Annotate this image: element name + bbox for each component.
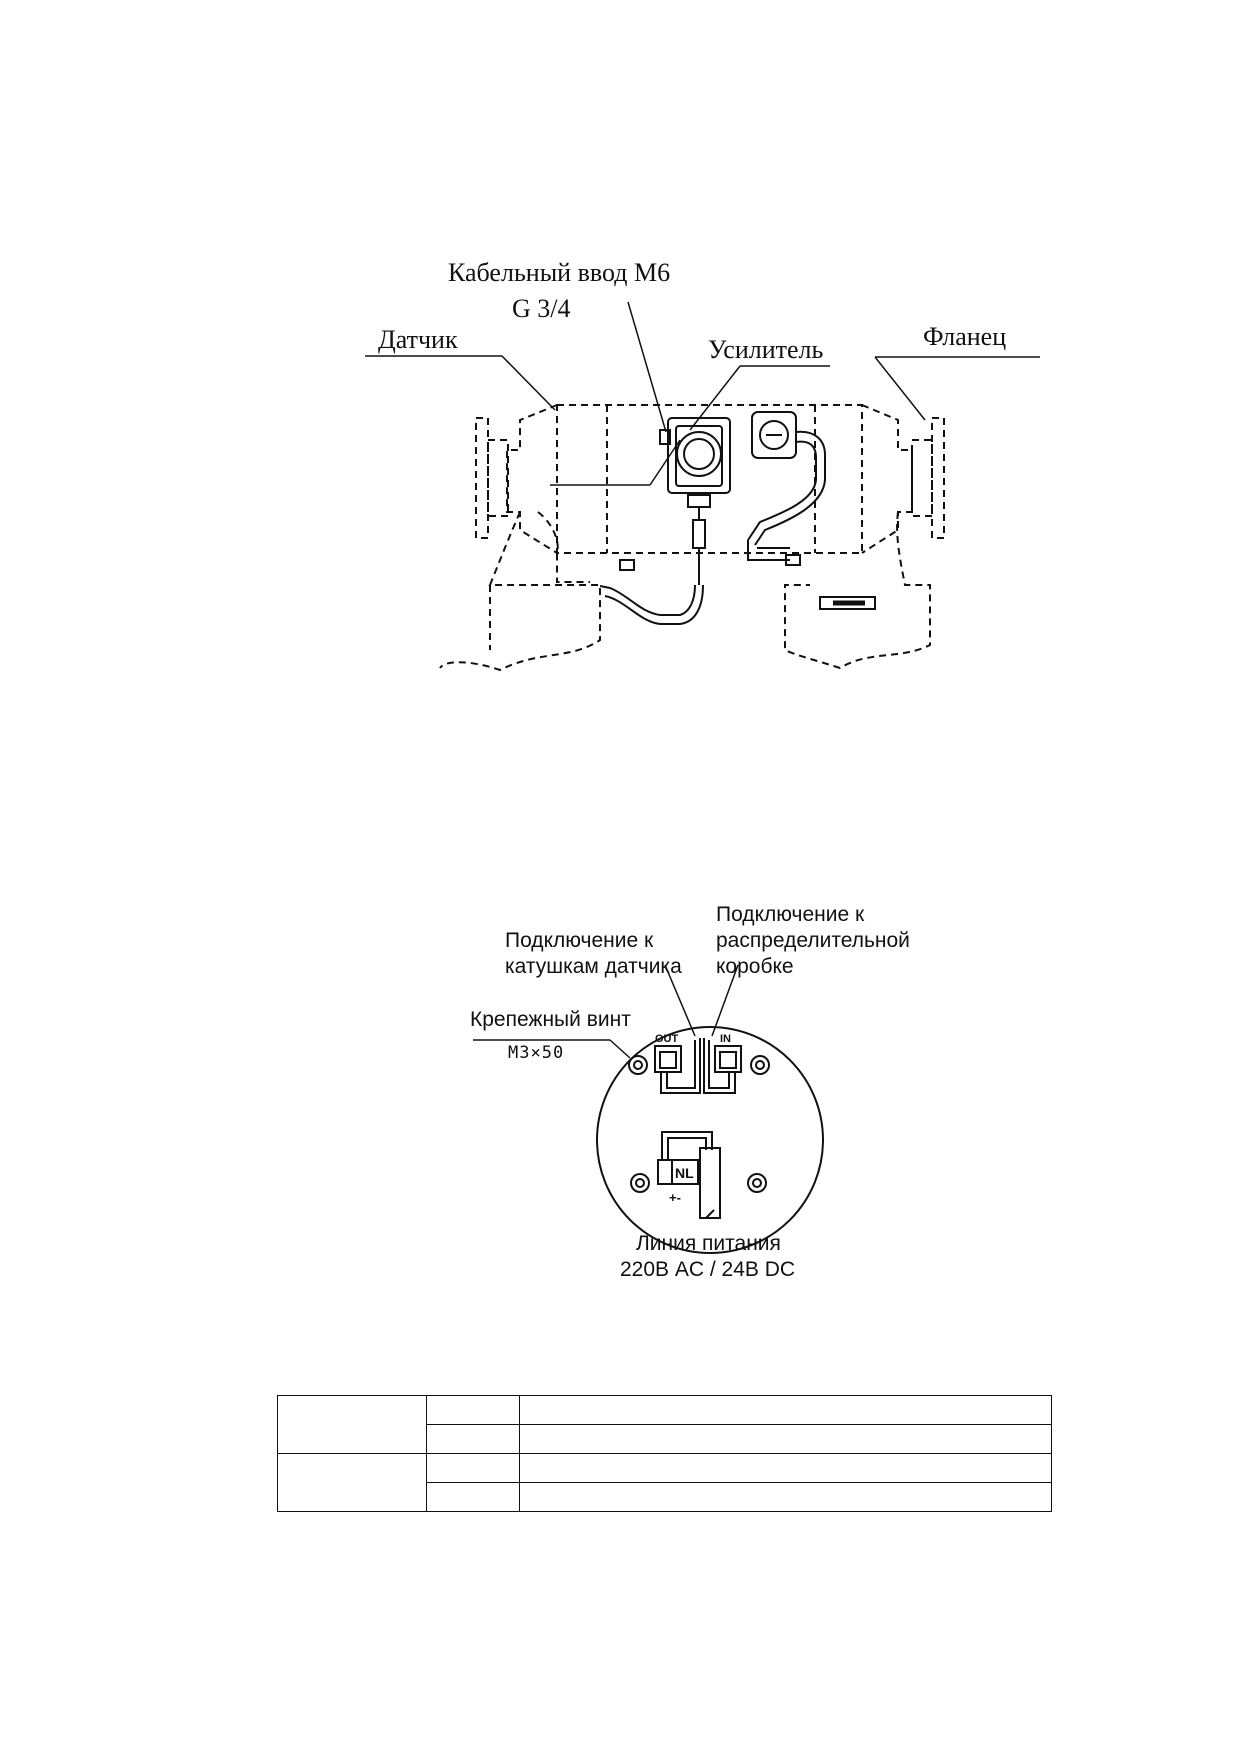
- table-cell: [426, 1395, 520, 1425]
- table-cell: [519, 1482, 1052, 1512]
- table-cell: [519, 1395, 1052, 1425]
- sensor-label: Датчик: [378, 325, 458, 354]
- coils-connection-label-line2: катушкам датчика: [505, 955, 682, 978]
- screw-label: Крепежный винт: [470, 1008, 631, 1031]
- table-cell: [426, 1482, 520, 1512]
- box-connection-label-line1: Подключение к: [716, 903, 865, 926]
- screw-size-label: M3×50: [508, 1043, 565, 1063]
- table-cell: [426, 1453, 520, 1483]
- table-cell: [277, 1453, 427, 1512]
- amplifier-label: Усилитель: [708, 335, 824, 364]
- table-row: [277, 1395, 1052, 1454]
- polarity-label: +-: [669, 1190, 681, 1205]
- table-cell: [277, 1395, 427, 1454]
- table-row: [278, 1424, 1052, 1454]
- terminal-board-drawing: [473, 964, 824, 1254]
- flange-label: Фланец: [923, 322, 1007, 351]
- flowmeter-drawing: [365, 301, 1040, 672]
- box-connection-label-line3: коробке: [716, 955, 794, 978]
- terminal-nl-label: NL: [675, 1165, 694, 1181]
- terminal-out-label: OUT: [655, 1033, 679, 1045]
- thread-size-label: G 3/4: [512, 294, 571, 323]
- coils-connection-label-line1: Подключение к: [505, 929, 654, 952]
- table-row: [277, 1453, 1052, 1512]
- table-cell: [519, 1424, 1052, 1454]
- table-row: [278, 1482, 1052, 1512]
- power-spec-label: 220В AC / 24В DC: [620, 1258, 796, 1281]
- box-connection-label-line2: распределительной: [716, 929, 910, 952]
- cable-entry-label: Кабельный ввод M6: [448, 258, 671, 287]
- power-line-label: Линия питания: [636, 1232, 781, 1255]
- terminal-in-label: IN: [720, 1033, 731, 1045]
- table-cell: [519, 1453, 1052, 1483]
- table-cell: [426, 1424, 520, 1454]
- spec-table: [277, 1395, 1052, 1512]
